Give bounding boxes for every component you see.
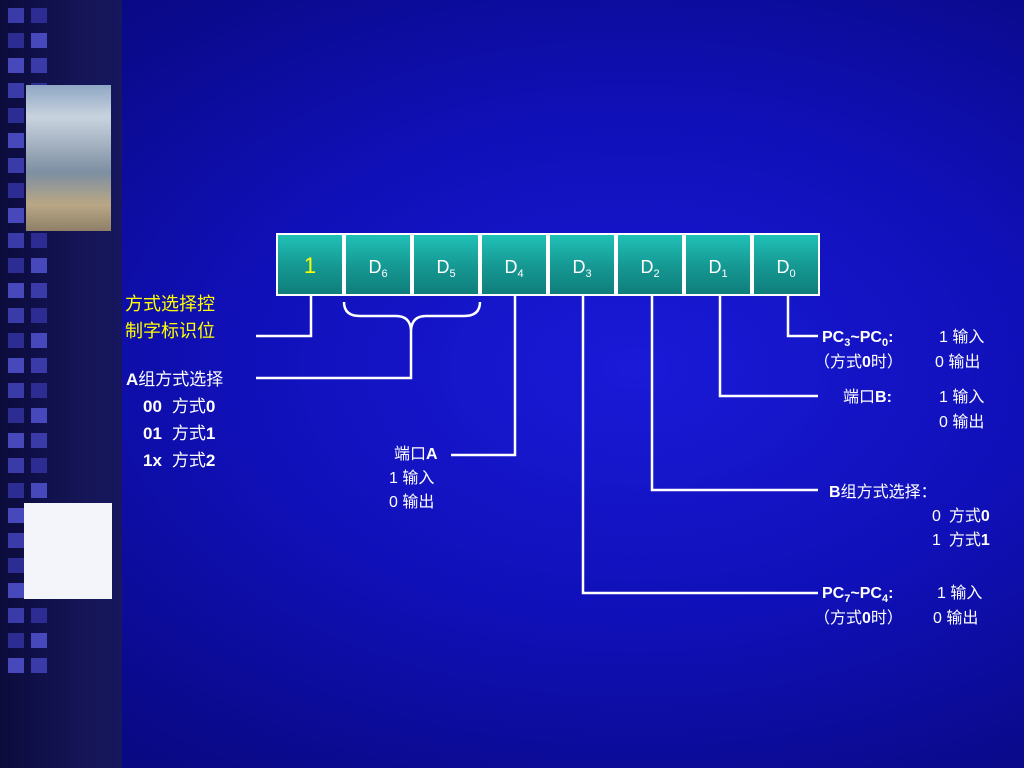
sidebar-square bbox=[8, 158, 24, 173]
sidebar-square bbox=[8, 608, 24, 623]
sidebar-square bbox=[31, 383, 47, 398]
sidebar-square bbox=[31, 408, 47, 423]
sidebar-square bbox=[8, 108, 24, 123]
register-cell-label-6: D1 bbox=[708, 257, 727, 280]
pc-high-range: PC7~PC4: bbox=[822, 585, 893, 605]
register-cell-6 bbox=[684, 233, 752, 296]
sidebar-square bbox=[8, 358, 24, 373]
group-a-title: A组方式选择 bbox=[126, 370, 223, 389]
register-cell-3 bbox=[480, 233, 548, 296]
sidebar-square bbox=[8, 33, 24, 48]
flag-label-line2: 制字标识位 bbox=[125, 321, 215, 341]
brace-d6-d5 bbox=[342, 301, 482, 331]
building-photo bbox=[26, 85, 111, 231]
sidebar-square bbox=[8, 483, 24, 498]
pc-high-output: 0 输出 bbox=[933, 609, 978, 627]
sidebar-square bbox=[8, 183, 24, 198]
sidebar-square bbox=[31, 308, 47, 323]
pc-low-output: 0 输出 bbox=[935, 353, 980, 371]
register-cell-5 bbox=[616, 233, 684, 296]
line-d7 bbox=[256, 296, 313, 338]
line-group-a bbox=[256, 330, 413, 380]
sidebar-square bbox=[8, 408, 24, 423]
sidebar-square bbox=[8, 633, 24, 648]
connector-lines bbox=[256, 296, 818, 595]
line-d0 bbox=[786, 296, 818, 338]
group-b-title: B组方式选择： bbox=[829, 483, 937, 501]
sidebar-square bbox=[8, 133, 24, 148]
sidebar-square bbox=[8, 383, 24, 398]
register-cell-label-7: D0 bbox=[776, 257, 795, 280]
sidebar-square bbox=[31, 33, 47, 48]
sidebar-square bbox=[31, 458, 47, 473]
port-a-title: 端口A bbox=[394, 445, 438, 463]
sidebar-square bbox=[31, 258, 47, 273]
register-cell-label-5: D2 bbox=[640, 257, 659, 280]
sidebar-square bbox=[8, 533, 24, 548]
sidebar-square bbox=[31, 333, 47, 348]
sidebar-square bbox=[8, 233, 24, 248]
sidebar-square bbox=[31, 233, 47, 248]
sidebar-square bbox=[8, 308, 24, 323]
port-b-input: 1 输入 bbox=[939, 388, 984, 406]
sidebar-square bbox=[8, 83, 24, 98]
pc-low-range: PC3~PC0: bbox=[822, 329, 893, 349]
register-cell-7 bbox=[752, 233, 820, 296]
sidebar-square bbox=[8, 333, 24, 348]
sidebar-square bbox=[8, 458, 24, 473]
sidebar-square bbox=[31, 433, 47, 448]
sidebar-square bbox=[31, 8, 47, 23]
port-b-output: 0 输出 bbox=[939, 413, 984, 431]
sidebar-square bbox=[8, 208, 24, 223]
register-cell-4 bbox=[548, 233, 616, 296]
pc-low-mode: （方式0时） bbox=[814, 353, 903, 371]
sidebar-square bbox=[8, 433, 24, 448]
line-d3 bbox=[581, 296, 818, 595]
line-d1 bbox=[718, 296, 818, 398]
sidebar-square bbox=[8, 583, 24, 598]
sidebar-square bbox=[8, 558, 24, 573]
sidebar-square bbox=[8, 508, 24, 523]
sidebar-square bbox=[8, 58, 24, 73]
sidebar-square bbox=[8, 658, 24, 673]
register-cell-1 bbox=[344, 233, 412, 296]
sidebar-square bbox=[31, 358, 47, 373]
sidebar-square bbox=[31, 658, 47, 673]
port-a-output: 0 输出 bbox=[389, 493, 434, 511]
register-cell-label-1: D6 bbox=[368, 257, 387, 280]
sidebar-square bbox=[8, 8, 24, 23]
sidebar-square bbox=[31, 58, 47, 73]
register-cell-label-4: D3 bbox=[572, 257, 591, 280]
pc-high-mode: （方式0时） bbox=[814, 609, 903, 627]
sidebar-square bbox=[31, 633, 47, 648]
register-cell-label-2: D5 bbox=[436, 257, 455, 280]
line-d2 bbox=[650, 296, 818, 492]
register-cell-label-0: 1 bbox=[304, 253, 316, 278]
ustc-logo bbox=[24, 503, 112, 599]
sidebar-square bbox=[31, 608, 47, 623]
sidebar-square bbox=[31, 483, 47, 498]
sidebar-square bbox=[31, 283, 47, 298]
line-d4 bbox=[451, 296, 517, 457]
port-b-title: 端口B: bbox=[843, 388, 892, 406]
register-cell-0 bbox=[276, 233, 344, 296]
sidebar-square bbox=[8, 283, 24, 298]
register-cell-label-3: D4 bbox=[504, 257, 523, 280]
register-bits: 1 D6 D5 D4 D3 D2 D1 D0 bbox=[276, 233, 820, 296]
flag-label-line1: 方式选择控 bbox=[125, 294, 215, 314]
pc-low-input: 1 输入 bbox=[939, 328, 984, 346]
register-cell-2 bbox=[412, 233, 480, 296]
port-a-input: 1 输入 bbox=[389, 469, 434, 487]
pc-high-input: 1 输入 bbox=[937, 584, 982, 602]
sidebar-square bbox=[8, 258, 24, 273]
